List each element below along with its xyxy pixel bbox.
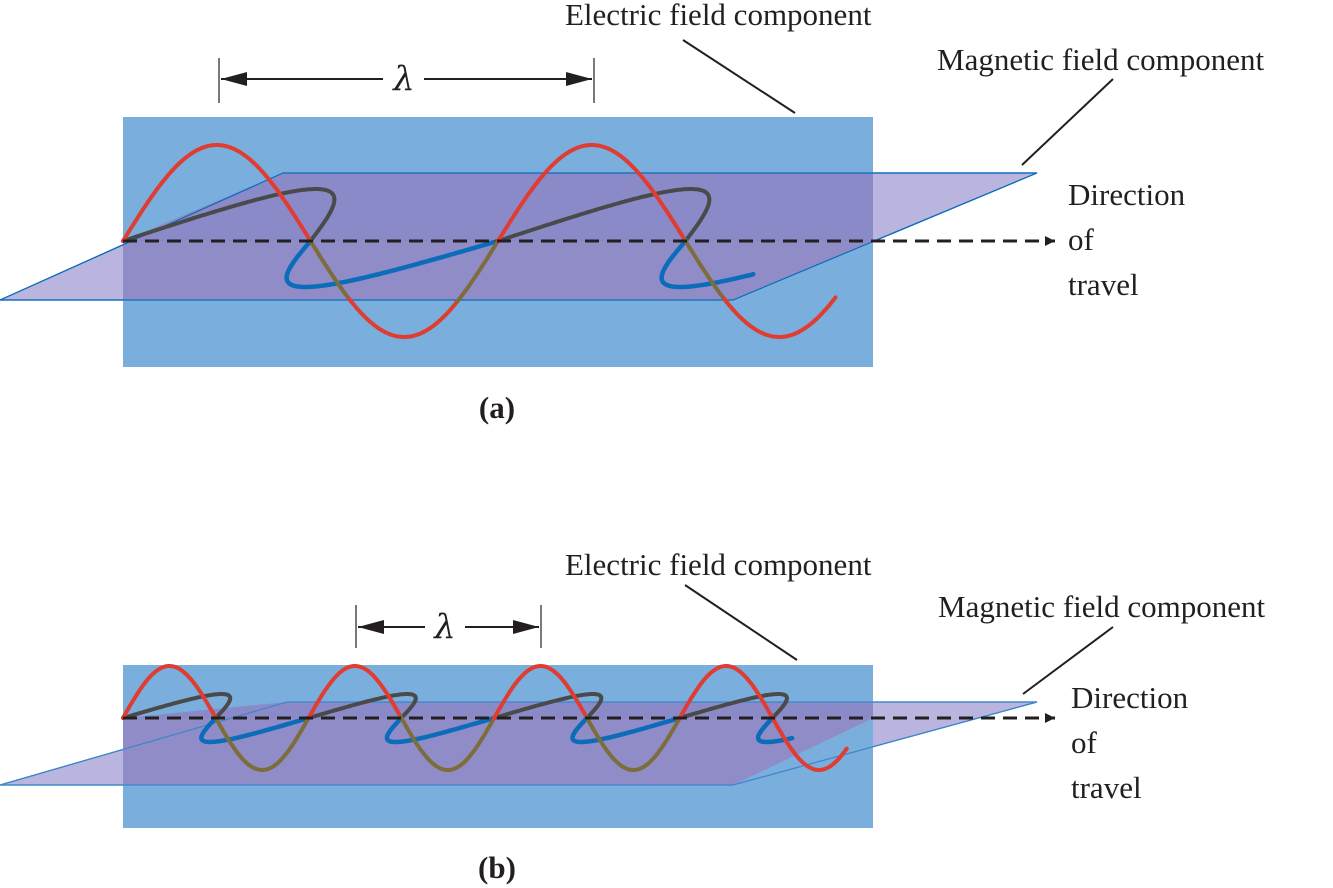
- magnetic-wave-segment: [659, 237, 756, 290]
- magnetic-wave-segment: [284, 238, 499, 290]
- electric-wave-segment: [213, 715, 311, 772]
- electric-wave-segment: [121, 143, 312, 243]
- wavelength-marker-a: λ: [218, 58, 595, 103]
- magnetic-wave-segment: [384, 715, 496, 745]
- electric-field-label-b: Electric field component: [565, 547, 872, 582]
- wavelength-symbol-b: λ: [432, 607, 456, 647]
- electric-wave-segment: [455, 239, 500, 303]
- magnetic-wave-segment: [121, 692, 233, 720]
- wavelength-marker-b: λ: [355, 605, 542, 648]
- magnetic-wave-segment: [675, 692, 789, 721]
- magnetic-leader-line-b: [1022, 626, 1114, 695]
- direction-label-line2-a: of: [1068, 222, 1095, 257]
- electric-wave-segment: [121, 664, 218, 720]
- magnetic-wave-segment: [121, 187, 337, 243]
- magnetic-field-label-b: Magnetic field component: [938, 589, 1266, 624]
- caption-b: (b): [478, 850, 516, 885]
- caption-a: (a): [479, 390, 515, 425]
- electric-wave-segment: [496, 143, 687, 244]
- electric-wave-segment: [722, 295, 838, 339]
- direction-label-line1-a: Direction: [1068, 177, 1186, 212]
- direction-label-line2-b: of: [1071, 725, 1098, 760]
- magnetic-wave-segment: [199, 715, 311, 745]
- electric-wave-segment: [584, 714, 682, 772]
- magnetic-wave-segment: [306, 692, 418, 721]
- magnetic-plane-lower-b: [123, 718, 873, 785]
- panel-a: λ Electric field component Magnetic fiel…: [0, 0, 1265, 425]
- electric-wave-segment: [491, 664, 589, 721]
- magnetic-wave-segment: [494, 187, 712, 244]
- waves-b: [121, 664, 849, 772]
- panel-b: λ Electric field component Magnetic fiel…: [0, 547, 1266, 885]
- electric-wave-segment: [677, 664, 849, 772]
- electric-wave-segment: [398, 714, 496, 772]
- magnetic-wave-segment: [570, 715, 681, 745]
- waves-a: [121, 143, 838, 339]
- electric-wave-segment: [308, 238, 352, 301]
- direction-label-line1-b: Direction: [1071, 680, 1189, 715]
- electric-wave-segment: [347, 297, 460, 339]
- direction-label-line3-b: travel: [1071, 770, 1142, 805]
- wavelength-symbol-a: λ: [391, 59, 415, 99]
- electric-field-label-a: Electric field component: [565, 0, 872, 32]
- magnetic-leader-line-a: [1021, 78, 1114, 166]
- electric-wave-segment: [683, 238, 727, 301]
- direction-label-line3-a: travel: [1068, 267, 1139, 302]
- electric-leader-line-a: [682, 39, 796, 114]
- magnetic-field-label-a: Magnetic field component: [937, 42, 1265, 77]
- electric-leader-line-b: [684, 584, 798, 661]
- magnetic-wave-segment: [490, 692, 604, 721]
- electric-wave-segment: [306, 664, 403, 721]
- magnetic-plane-edge-b: [0, 701, 1038, 786]
- magnetic-wave-segment: [755, 715, 795, 745]
- magnetic-plane-edge-a: [0, 172, 1038, 301]
